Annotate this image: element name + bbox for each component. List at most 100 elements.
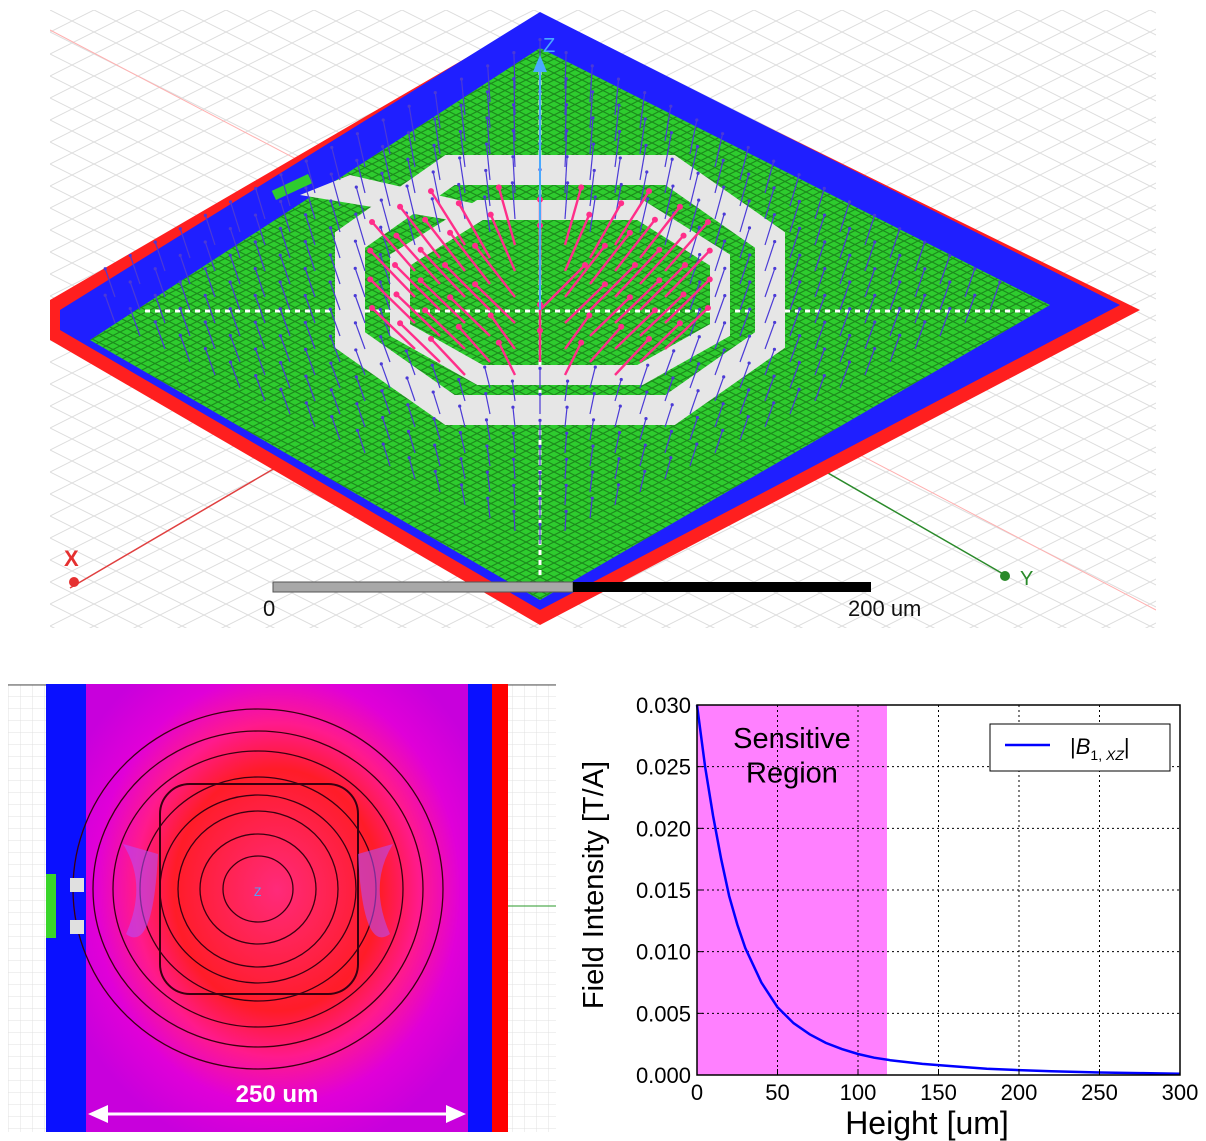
field-arrow-head — [704, 305, 711, 312]
field-arrow — [739, 281, 751, 311]
field-arrow — [459, 157, 466, 194]
field-arrow — [564, 511, 567, 532]
field-arrow-head — [328, 280, 332, 284]
field-arrow — [789, 389, 800, 415]
field-arrow-head — [698, 252, 702, 257]
x-tick-label: 50 — [765, 1080, 789, 1105]
field-arrow — [564, 283, 606, 324]
field-arrow-head — [417, 277, 424, 284]
field-arrow-head — [380, 389, 384, 393]
field-arrow-head — [203, 293, 207, 297]
field-arrow-head — [823, 293, 827, 297]
field-arrow — [839, 335, 851, 363]
field-arrow — [914, 241, 926, 272]
field-arrow — [371, 221, 416, 272]
field-arrow-head — [103, 293, 107, 297]
field-arrow-head — [591, 444, 595, 448]
field-arrow — [764, 187, 775, 220]
field-arrow-head — [646, 188, 653, 195]
field-arrow-head — [998, 280, 1002, 284]
field-arrow — [380, 363, 391, 389]
field-arrow-head — [565, 379, 570, 383]
field-arrow-head — [495, 184, 502, 191]
field-arrow — [179, 228, 191, 259]
field-arrow — [229, 335, 241, 363]
field-arrow-head — [353, 266, 357, 270]
field-arrow — [714, 133, 724, 168]
field-arrow — [789, 362, 800, 389]
field-arrow — [564, 381, 569, 402]
field-arrow — [154, 268, 166, 298]
field-arrow-head — [253, 293, 257, 297]
field-arrow — [914, 321, 926, 350]
field-arrow — [564, 245, 606, 298]
field-arrow-head — [329, 199, 333, 203]
field-arrow-head — [645, 390, 649, 394]
field-arrow-head — [459, 103, 463, 107]
field-arrow — [356, 430, 366, 454]
field-arrow-head — [822, 374, 826, 378]
port-pad-top — [70, 878, 84, 892]
field-arrow — [512, 433, 516, 454]
field-arrow-head — [353, 294, 357, 298]
field-arrow — [864, 241, 876, 272]
field-arrow — [588, 202, 623, 259]
field-arrow-head — [644, 417, 648, 421]
field-arrow-head — [873, 240, 877, 244]
field-arrow-head — [618, 156, 622, 160]
field-arrow — [431, 364, 441, 389]
field-arrow — [485, 144, 491, 181]
field-arrow-head — [128, 306, 132, 311]
field-arrow-head — [670, 403, 674, 407]
field-arrow — [664, 377, 674, 402]
field-arrow — [789, 174, 800, 207]
field-arrow-head — [511, 431, 515, 435]
field-arrow — [460, 105, 466, 142]
field-arrow-head — [538, 470, 542, 474]
field-arrow-head — [447, 229, 454, 236]
field-arrow — [512, 156, 516, 194]
z-axis-label: Z — [543, 35, 555, 57]
field-arrow-head — [617, 430, 622, 435]
field-arrow-head — [797, 387, 801, 391]
field-arrow-head — [228, 226, 232, 231]
field-arrow-head — [278, 334, 283, 338]
field-arrow-head — [128, 253, 132, 258]
field-arrow-head — [442, 262, 448, 268]
field-arrow-head — [278, 226, 283, 230]
field-arrow-head — [538, 418, 542, 422]
field-arrow — [589, 232, 631, 285]
field-arrow-head — [458, 404, 462, 408]
field-arrow — [434, 118, 441, 155]
field-arrow — [431, 198, 441, 233]
field-arrow — [564, 407, 568, 428]
field-arrow-head — [923, 320, 927, 324]
field-arrow — [764, 160, 775, 194]
x-axis-marker — [69, 577, 79, 587]
field-arrow — [419, 248, 466, 298]
field-arrow — [379, 281, 391, 311]
field-arrow — [589, 445, 594, 467]
field-arrow — [419, 279, 466, 324]
field-arrow-head — [253, 213, 258, 217]
field-arrow — [714, 349, 725, 376]
field-arrow-head — [228, 280, 232, 284]
field-arrow-head — [485, 116, 489, 120]
field-arrow-head — [254, 186, 258, 190]
field-arrow — [459, 432, 466, 454]
field-arrow-head — [616, 77, 621, 81]
field-arrow — [330, 200, 341, 233]
field-arrow — [864, 321, 876, 350]
field-arrow — [764, 214, 775, 246]
field-arrow-head — [203, 213, 207, 217]
field-arrow-head — [651, 307, 658, 314]
field-arrow-head — [948, 306, 952, 311]
field-arrow — [814, 321, 826, 350]
field-arrow — [179, 335, 191, 363]
field-arrow-head — [697, 225, 701, 229]
field-arrow-head — [510, 379, 515, 383]
x-tick-label: 0 — [691, 1080, 703, 1105]
field-arrow-head — [646, 335, 653, 342]
field-arrow-head — [618, 200, 625, 207]
